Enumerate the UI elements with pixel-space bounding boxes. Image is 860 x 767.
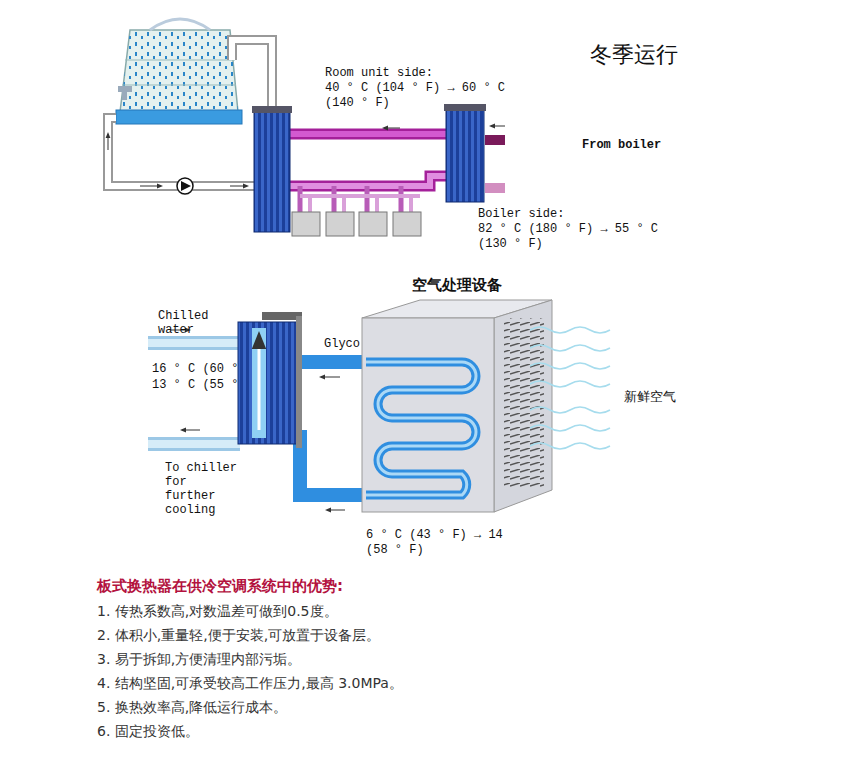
air-handling-unit: 空气处理设备 (362, 276, 552, 295)
temperature-label: (58 ° F) (366, 543, 424, 557)
temperature-label: 40 ° C (104 ° F) → 60 ° C (325, 81, 505, 95)
temperature-label: 16 ° C (60 ° (152, 362, 238, 376)
pipe-label: Chilled water (158, 309, 218, 337)
pipe-label: Glyco (324, 337, 360, 351)
list-item: 3. 易于拆卸,方便清理内部污垢。 (97, 651, 301, 669)
plate-heat-exchanger (238, 312, 302, 448)
list-item: 5. 换热效率高,降低运行成本。 (97, 699, 287, 717)
air-handling-unit (362, 300, 552, 512)
pipe-label: Room unit side: (325, 66, 433, 80)
pipe-label: From boiler (582, 138, 661, 152)
list-item: 6. 固定投资低。 (97, 723, 199, 741)
fresh-air-waves (530, 327, 610, 449)
pipe-label: To chiller for further cooling (165, 461, 243, 517)
temperature-label: 6 ° C (43 ° F) → 14 (366, 528, 503, 542)
pump (177, 178, 193, 194)
list-heading: 板式换热器在供冷空调系统中的优势: (97, 577, 343, 596)
temperature-label: 82 ° C (180 ° F) → 55 ° C (478, 222, 658, 236)
cooling-tower (116, 19, 242, 124)
temperature-label: 13 ° C (55 ° (152, 378, 238, 392)
condenser-water-pipes (108, 40, 272, 186)
plate-heat-exchanger (252, 104, 486, 232)
title: 冬季运行 (590, 40, 678, 70)
glycol-pipes (300, 362, 366, 510)
pipe-label: Boiler side: (478, 207, 564, 221)
room-units (292, 212, 421, 236)
list-item: 1. 传热系数高,对数温差可做到0.5度。 (97, 603, 338, 621)
chilled-water-pipes (148, 330, 240, 444)
temperature-label: (140 ° F) (325, 96, 390, 110)
list-item: 2. 体积小,重量轻,便于安装,可放置于设备层。 (97, 627, 380, 645)
list-item: 4. 结构坚固,可承受较高工作压力,最高 3.0MPa。 (97, 675, 403, 693)
temperature-label: (130 ° F) (478, 237, 543, 251)
unit-heading: 空气处理设备 (362, 276, 552, 295)
air-label: 新鲜空气 (624, 388, 676, 406)
